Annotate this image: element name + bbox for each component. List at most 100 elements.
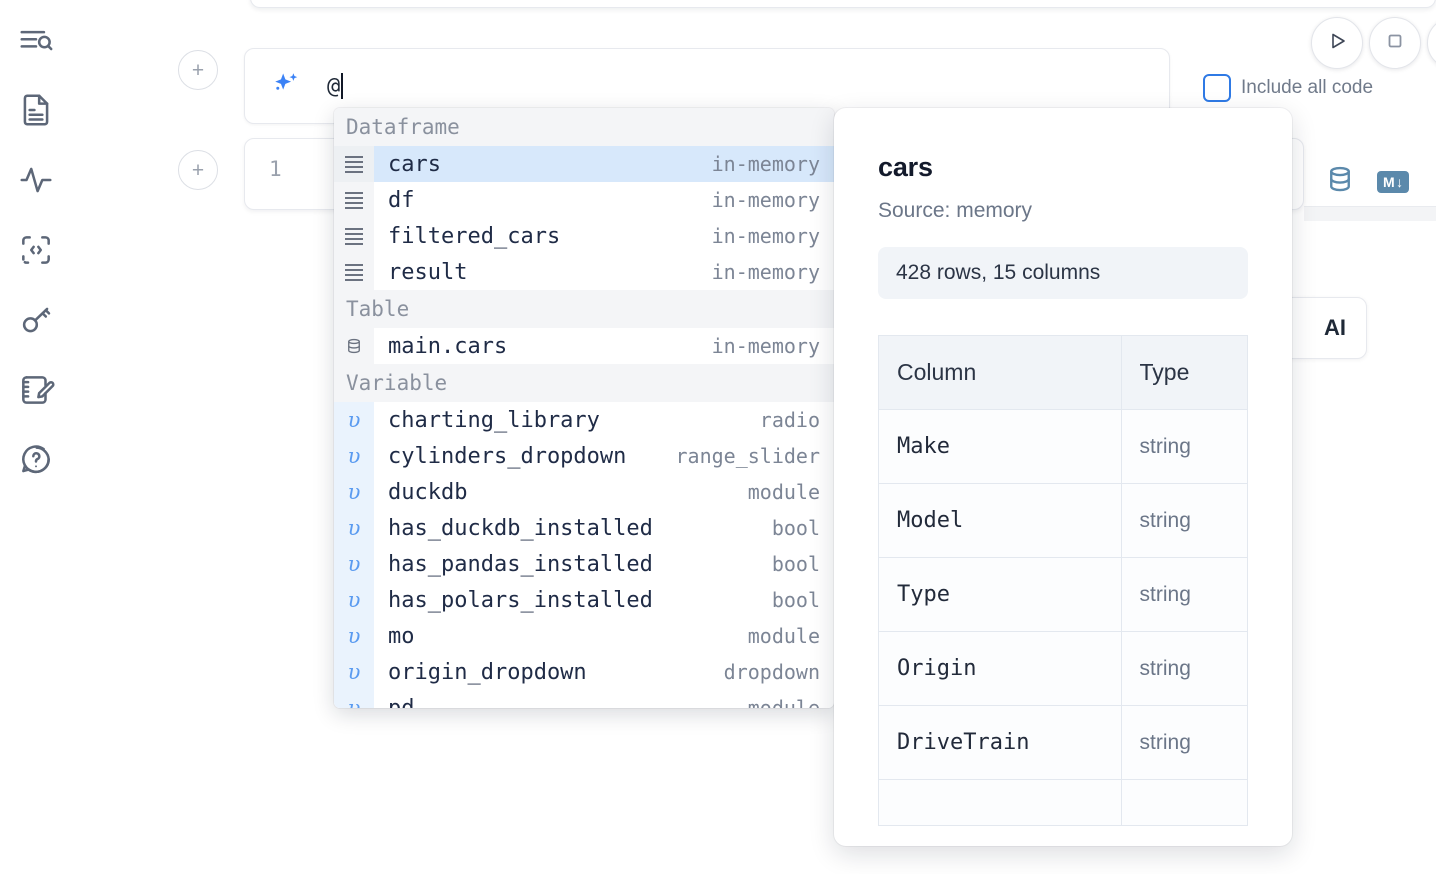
stop-square-icon [1383,29,1407,58]
autocomplete-scroll-area[interactable]: Dataframecarsin-memorydfin-memoryfiltere… [334,108,834,708]
autocomplete-item[interactable]: υduckdbmodule [334,474,834,510]
stop-cell-button[interactable] [1369,17,1421,69]
autocomplete-item-type: dropdown [724,660,834,684]
dataframe-rows-icon [345,156,363,172]
autocomplete-item-type: range_slider [676,444,835,468]
autocomplete-item[interactable]: υ has_polars_installedbool [334,582,834,618]
sidebar-item-help[interactable] [14,438,58,482]
cell-footer-strip [1304,207,1436,221]
autocomplete-item-icon [334,146,374,182]
preview-header-type: Type [1121,336,1247,410]
preview-column-type: string [1121,632,1247,706]
sidebar-item-scratchpad[interactable] [14,368,58,412]
autocomplete-item-name: has_duckdb_installed [374,516,772,541]
dataframe-rows-icon [345,228,363,244]
autocomplete-item-name: origin_dropdown [374,660,724,685]
run-cell-button[interactable] [1311,17,1363,69]
previous-cell-edge [250,0,1436,8]
autocomplete-item-name: has_polars_installed [374,588,772,613]
add-cell-button-bottom[interactable]: + [178,150,218,190]
preview-source: Source: memory [878,199,1248,223]
preview-column-name: Origin [879,632,1122,706]
autocomplete-item[interactable]: υhas_duckdb_installedbool [334,510,834,546]
autocomplete-item-icon: υ [334,546,374,582]
preview-column-name: Make [879,410,1122,484]
preview-table-row-partial [879,780,1248,826]
sidebar-item-snippets[interactable] [14,228,58,272]
markdown-badge[interactable]: M↓ [1377,171,1409,193]
autocomplete-item-type: in-memory [712,188,834,212]
add-cell-button-top[interactable]: + [178,50,218,90]
preview-column-name: DriveTrain [879,706,1122,780]
autocomplete-item[interactable]: υhas_pandas_installedbool [334,546,834,582]
autocomplete-item[interactable]: υcharting_libraryradio [334,402,834,438]
play-triangle-icon [1325,29,1349,58]
line-number: 1 [269,157,282,181]
database-cylinder-icon[interactable] [1325,164,1355,199]
ai-prompt-input[interactable]: @ [327,73,343,99]
autocomplete-item[interactable]: υorigin_dropdowndropdown [334,654,834,690]
key-secrets-icon [17,301,55,339]
autocomplete-dropdown[interactable]: Dataframecarsin-memorydfin-memoryfiltere… [334,108,834,708]
autocomplete-item[interactable]: carsin-memory [334,146,834,182]
sidebar-item-outline[interactable] [14,18,58,62]
variable-upsilon-icon: υ [348,554,361,575]
autocomplete-item-type: in-memory [712,224,834,248]
markdown-badge-arrow: ↓ [1396,174,1404,190]
preview-shape-badge: 428 rows, 15 columns [878,247,1248,299]
autocomplete-group-header: Table [334,290,834,328]
preview-table-row: Typestring [879,558,1248,632]
overflow-action-button[interactable] [1427,17,1436,69]
preview-header-column: Column [879,336,1122,410]
autocomplete-item-type: in-memory [712,260,834,284]
autocomplete-item-name: filtered_cars [374,224,712,249]
autocomplete-group-header: Dataframe [334,108,834,146]
include-all-code-label: Include all code [1241,77,1373,99]
autocomplete-item-type: module [748,696,834,708]
autocomplete-item[interactable]: υpdmodule [334,690,834,708]
autocomplete-item-icon [334,328,374,364]
autocomplete-item[interactable]: main.carsin-memory [334,328,834,364]
cell-toolbar: M↓ [1325,164,1409,199]
autocomplete-item-icon: υ [334,582,374,618]
preview-table-head: Column Type [879,336,1248,410]
activity-pulse-icon [17,161,55,199]
autocomplete-item-type: bool [772,588,834,612]
autocomplete-item-type: bool [772,516,834,540]
sidebar-item-secrets[interactable] [14,298,58,342]
autocomplete-item-type: module [748,624,834,648]
autocomplete-item-name: has_pandas_installed [374,552,772,577]
autocomplete-item-name: df [374,188,712,213]
variable-upsilon-icon: υ [348,590,361,611]
sidebar-item-activity[interactable] [14,158,58,202]
code-snippet-icon [17,231,55,269]
autocomplete-item[interactable]: υ cylinders_dropdownrange_slider [334,438,834,474]
help-chat-icon [17,441,55,479]
preview-schema-table: Column Type MakestringModelstringTypestr… [878,335,1248,826]
autocomplete-item[interactable]: resultin-memory [334,254,834,290]
preview-table-row: Makestring [879,410,1248,484]
variable-upsilon-icon: υ [348,482,361,503]
autocomplete-item-icon [334,182,374,218]
preview-column-type [1121,780,1247,826]
autocomplete-item[interactable]: filtered_carsin-memory [334,218,834,254]
autocomplete-item-icon: υ [334,474,374,510]
autocomplete-item-name: cylinders_dropdown [374,444,676,469]
variable-upsilon-icon: υ [348,446,361,467]
autocomplete-item[interactable]: dfin-memory [334,182,834,218]
autocomplete-item-name: result [374,260,712,285]
include-all-code-toggle[interactable]: Include all code [1203,74,1373,102]
explore-outline-icon [17,21,55,59]
autocomplete-item-name: mo [374,624,748,649]
preview-table-row: Modelstring [879,484,1248,558]
autocomplete-item-icon: υ [334,402,374,438]
include-all-code-checkbox[interactable] [1203,74,1231,102]
preview-column-name: Type [879,558,1122,632]
autocomplete-item[interactable]: υmomodule [334,618,834,654]
autocomplete-item-icon: υ [334,618,374,654]
preview-title: cars [878,152,1248,183]
autocomplete-item-type: in-memory [712,334,834,358]
autocomplete-item-name: main.cars [374,334,712,359]
sidebar-item-file[interactable] [14,88,58,132]
